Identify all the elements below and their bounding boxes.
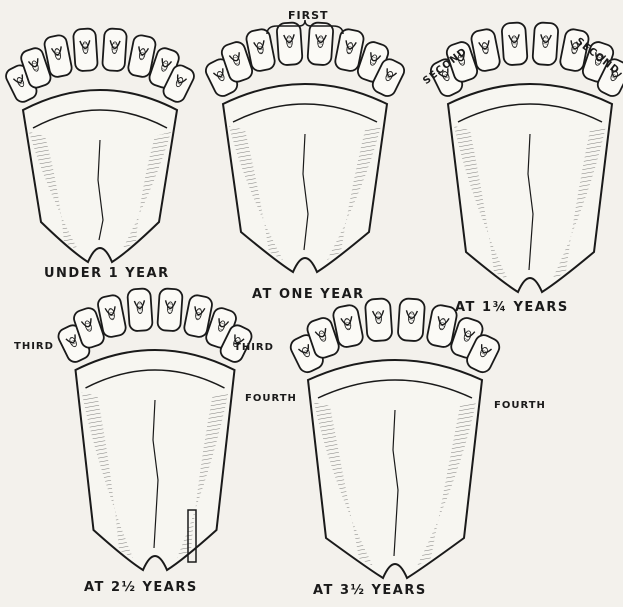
tooth-cup <box>137 302 143 314</box>
tooth <box>501 22 527 65</box>
caption-at-2-half-years: AT 2½ YEARS <box>84 580 198 595</box>
caption-under-1-year: UNDER 1 YEAR <box>44 266 170 281</box>
caption-at-one-year: AT ONE YEAR <box>252 287 365 302</box>
tooth-label-third-right: THIRD <box>234 342 274 353</box>
tooth <box>127 288 153 331</box>
tooth-label-fourth-left: FOURTH <box>245 393 297 404</box>
caption-at-1-3-4-years: AT 1¾ YEARS <box>455 300 569 315</box>
tooth <box>157 288 183 331</box>
tooth <box>307 22 333 65</box>
tooth-cup <box>542 36 548 48</box>
tooth <box>102 28 127 71</box>
jaw-figure-at-3-half-years <box>288 298 502 578</box>
tooth-cup <box>317 36 323 48</box>
tooth-label-fourth-right: FOURTH <box>494 400 546 411</box>
tooth-cup <box>82 42 88 54</box>
caption-at-3-half-years: AT 3½ YEARS <box>313 583 427 598</box>
tooth <box>365 298 393 341</box>
jaw-figure-under-1-year <box>3 28 196 262</box>
tooth-cup <box>167 302 173 314</box>
tooth-label-first: FIRST <box>288 9 329 22</box>
tooth-cup <box>408 312 415 324</box>
jaw-figure-at-one-year <box>203 20 407 272</box>
tooth-label-third-left: THIRD <box>14 341 54 352</box>
jaw-figure-at-2-half-years <box>56 288 255 570</box>
tooth <box>73 28 98 71</box>
tooth-cup <box>375 312 382 324</box>
tooth <box>276 22 302 65</box>
tooth-cup <box>511 36 517 48</box>
tooth-cup <box>112 42 118 54</box>
tooth-cup <box>286 36 292 48</box>
tooth <box>532 22 558 65</box>
tooth <box>398 298 426 341</box>
